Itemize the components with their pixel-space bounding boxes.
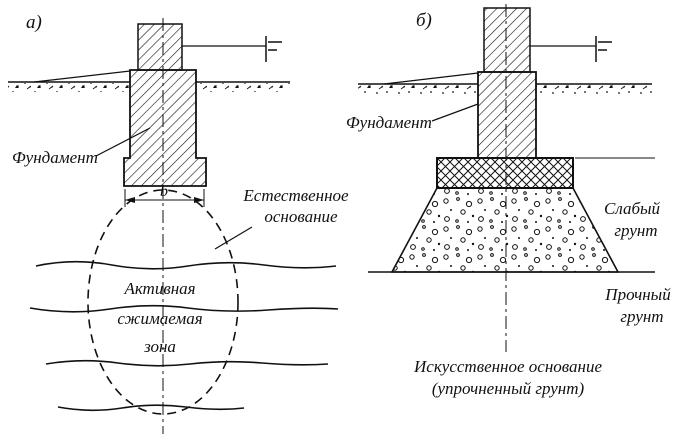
strong-soil-label-line1: Прочный: [604, 285, 671, 304]
level-mark-a: [182, 36, 282, 62]
leader-line: [95, 127, 151, 157]
level-dashes: [268, 41, 282, 51]
soil-wave-line: [29, 304, 339, 313]
ground-texture: [358, 85, 478, 94]
weak-soil-label-line2: грунт: [614, 221, 657, 240]
artificial-base-label-line2: (упрочненный грунт): [432, 379, 585, 398]
zone-label-line1: Активная: [123, 279, 195, 298]
compacted-soil-trapezoid: [390, 187, 620, 273]
foundation-pier-b: [477, 71, 537, 159]
footing-slab: [436, 157, 574, 189]
dimension-b-label: b: [160, 183, 168, 200]
dimension-b: b: [124, 183, 205, 207]
zone-label-line2: сжимаемая: [117, 309, 202, 328]
ground-texture: [196, 83, 290, 92]
soil-wave-line: [35, 260, 337, 270]
panel-b: б) Фундамент Слабый гру: [346, 4, 671, 398]
strong-soil-label-line2: грунт: [620, 307, 663, 326]
panel-a: а) Фундамент: [8, 12, 349, 434]
leader-line: [214, 226, 253, 250]
arrow-left-icon: [125, 197, 135, 203]
natural-base-label-line2: основание: [264, 207, 338, 226]
foundation-label-a: Фундамент: [12, 148, 98, 167]
natural-base-label-line1: Естественное: [242, 186, 349, 205]
ground-texture: [8, 83, 130, 92]
column-a: [137, 23, 183, 71]
soil-wave-line: [57, 404, 245, 412]
ground-surface-b: [358, 72, 652, 94]
extension-lines: [124, 189, 205, 207]
arrow-right-icon: [194, 197, 204, 203]
weak-soil-label-line1: Слабый: [604, 199, 661, 218]
foundation-a: [123, 69, 207, 187]
level-mark-b: [530, 36, 612, 62]
panel-b-label: б): [416, 10, 432, 31]
soil-wave-line: [45, 359, 329, 367]
soil-layer-lines: [29, 260, 339, 412]
leader-line: [431, 103, 479, 122]
floor-wedge-line: [33, 70, 131, 83]
column-b: [483, 7, 531, 73]
zone-label-line3: зона: [143, 337, 176, 356]
compressible-zone-ellipse: [87, 189, 239, 415]
floor-wedge-line: [383, 72, 479, 85]
panel-a-label: а): [26, 12, 42, 33]
foundation-label-b: Фундамент: [346, 113, 432, 132]
ground-surface-a: [8, 70, 290, 92]
level-dashes: [598, 41, 612, 51]
artificial-base-label-line1: Искусственное основание: [413, 357, 602, 376]
ground-texture: [536, 85, 652, 94]
